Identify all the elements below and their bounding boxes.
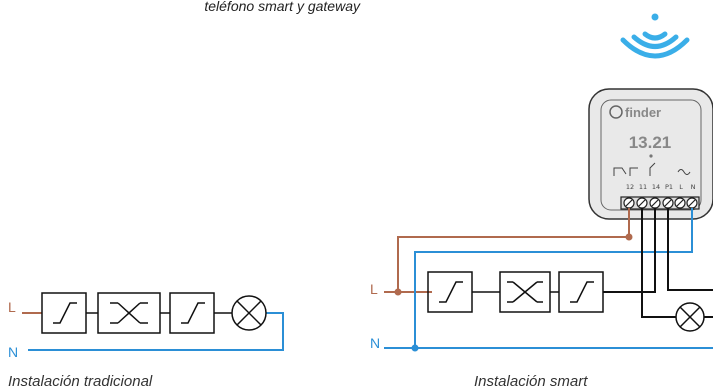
finder-device: finder 13.21 12 11 14 P1 L N — [588, 88, 713, 220]
one-way-switch — [169, 292, 232, 334]
terminal-label: P1 — [665, 183, 673, 191]
terminal-label: L — [679, 183, 683, 191]
intermediate-switch — [97, 292, 170, 334]
terminal-label: 12 — [626, 183, 634, 191]
header-text: teléfono smart y gateway — [204, 0, 361, 14]
terminal-label: N — [691, 183, 696, 191]
terminal-screws — [620, 196, 700, 210]
terminal-label: 14 — [652, 183, 660, 191]
terminal-label: 11 — [639, 183, 647, 191]
smart-neutral-label: N — [370, 335, 380, 351]
smart-caption: Instalación smart — [474, 373, 588, 390]
lamp-icon — [675, 302, 705, 332]
device-brand: finder — [625, 105, 661, 120]
one-way-switch — [427, 271, 500, 313]
one-way-switch — [41, 292, 98, 334]
traditional-neutral-label: N — [8, 344, 18, 360]
intermediate-switch — [499, 271, 559, 313]
smart-live-label: L — [370, 281, 378, 297]
finder-logo-icon — [609, 105, 623, 119]
traditional-caption: Instalación tradicional — [8, 373, 153, 390]
device-model: 13.21 — [629, 133, 672, 152]
smart-installation: finder 13.21 12 11 14 P1 L N — [370, 88, 713, 390]
lamp-icon — [231, 295, 267, 331]
traditional-installation: L N Instala — [8, 292, 284, 390]
traditional-live-label: L — [8, 299, 16, 315]
wifi-icon — [620, 13, 690, 59]
one-way-switch — [558, 271, 604, 313]
